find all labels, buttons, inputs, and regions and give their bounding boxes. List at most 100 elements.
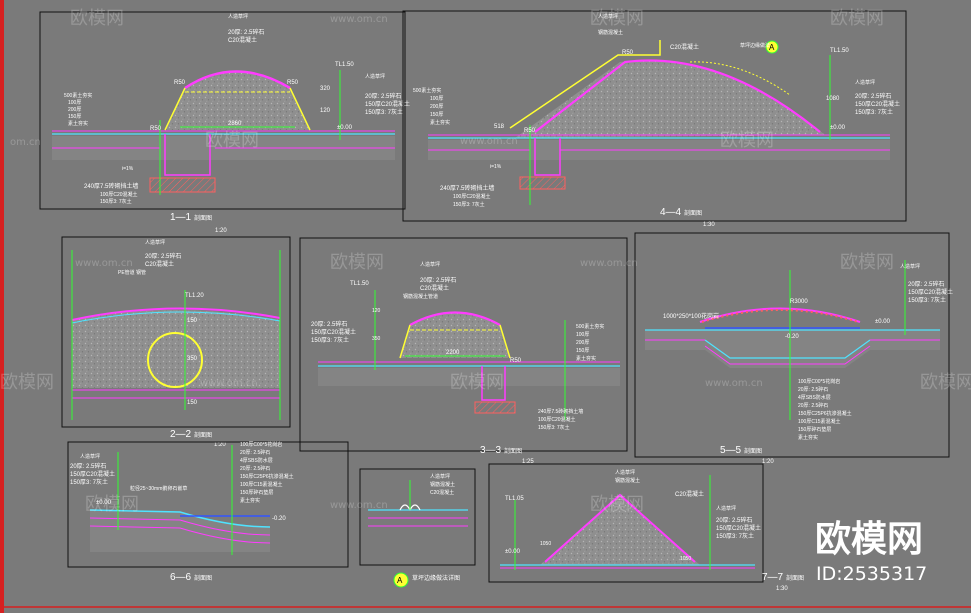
s1-dim-r2: R50 <box>287 80 299 86</box>
s5-note-top-4: 150厚3: 7灰土 <box>908 296 946 304</box>
s2-dim-3: 150 <box>187 400 198 406</box>
s1-slope: i=1% <box>122 166 134 172</box>
s4-note-right-2: 20厚: 2.5碎石 <box>855 92 891 100</box>
s6-title-suffix: 剖面图 <box>194 574 212 582</box>
s5-note-bottom-3: 4厚SBS防水层 <box>798 394 831 401</box>
s3-dim-h2: 350 <box>372 336 381 342</box>
s1-note-left-3: 200厚 <box>68 107 81 113</box>
section-5-5-basin-layer <box>704 345 871 365</box>
s7-note-top-3: C20混凝土 <box>675 490 704 498</box>
s4-note-left-1: 500素土夯实 <box>413 87 441 94</box>
s4-note-right-1: 人造草坪 <box>855 79 875 86</box>
section-4-4: A 人造草坪 钢筋混凝土 C20混凝土 草坪边缘做法 500素土夯实 100厚 … <box>402 10 907 228</box>
section-6-6-surface <box>89 509 271 528</box>
section-4-4-callout-circle <box>765 40 779 54</box>
s6-note-right-7: 150厚碎石垫层 <box>240 489 273 496</box>
detail-a-note-1: 人造草坪 <box>430 473 450 480</box>
s5-level-0: ±0.00 <box>875 319 891 325</box>
section-4-4-hill <box>515 60 825 138</box>
section-1-1-foundation <box>164 134 211 176</box>
s3-scale: 1:25 <box>522 459 534 465</box>
s3-level-top: TL1.50 <box>350 281 369 287</box>
s4-title-suffix: 剖面图 <box>684 209 702 217</box>
s4-note-left-5: 素土夯实 <box>430 119 450 126</box>
s4-dim-r1: R50 <box>622 50 634 56</box>
s5-note-bottom-7: 150厚碎石垫层 <box>798 426 831 433</box>
s2-title-suffix: 剖面图 <box>194 431 212 439</box>
s3-note-left-2: 150厚C20混凝土 <box>311 328 356 336</box>
watermark-brand-10: 欧模网 <box>920 372 971 393</box>
s4-callout: A <box>769 43 775 52</box>
s1-note-top-3: C20混凝土 <box>228 36 257 44</box>
section-6-6-layer-2 <box>89 525 271 544</box>
watermark-domain-7: www.om.cn <box>705 378 763 389</box>
s7-note-right-1: 人造草坪 <box>716 505 736 512</box>
s1-dim-h1: 320 <box>320 86 331 92</box>
section-2-2-arc <box>71 307 281 321</box>
s5-note-top-2: 20厚: 2.5碎石 <box>908 280 944 288</box>
watermark-domain-1: www.om.cn <box>330 14 388 25</box>
section-4-4-foundation <box>534 138 561 176</box>
detail-a-callout-circle <box>393 572 409 588</box>
watermark-brand-4: 欧模网 <box>205 130 259 151</box>
section-7-7-slope <box>544 493 696 563</box>
s3-dim-width: 2200 <box>446 350 460 356</box>
s5-title-suffix: 剖面图 <box>744 447 762 455</box>
s7-note-right-2: 20厚: 2.5碎石 <box>716 516 752 524</box>
detail-a-note-3: C20混凝土 <box>430 489 454 496</box>
section-5-5-frame <box>634 232 950 458</box>
s2-dim-1: 150 <box>187 318 198 324</box>
section-1-1-arc <box>184 70 291 90</box>
s4-note-bottom-3: 150厚3: 7灰土 <box>453 201 485 208</box>
s4-note-left-3: 200厚 <box>430 104 443 110</box>
s6-note-left-4: 150厚3: 7灰土 <box>70 478 108 486</box>
s6-level-0: ±0.00 <box>96 500 112 506</box>
section-1-1-footing <box>149 177 216 193</box>
s4-dim-r2: R50 <box>524 128 536 134</box>
watermark-logo-big: 欧模网 <box>815 519 923 560</box>
s3-note-right-1: 500素土夯实 <box>576 323 604 330</box>
section-1-1: 人造草坪 20厚: 2.5碎石 C20混凝土 500素土夯实 100厚 200厚… <box>39 11 410 234</box>
watermark-brand-12: 欧模网 <box>590 494 644 515</box>
watermark-brand-2: 欧模网 <box>590 8 644 29</box>
watermark-domain-4: www.om.cn <box>75 258 133 269</box>
section-6-6-slope-fill <box>90 510 270 552</box>
s2-level-top: TL1.20 <box>185 293 204 299</box>
s7-dim-2: 1050 <box>680 556 691 562</box>
s3-note-left-1: 20厚: 2.5碎石 <box>311 320 347 328</box>
section-5-5-ground-shape <box>645 330 940 368</box>
s4-dim-d: 518 <box>494 124 505 130</box>
section-4-4-slope-yellow <box>509 40 661 129</box>
red-border-left <box>0 0 4 613</box>
s7-title-suffix: 剖面图 <box>786 574 804 582</box>
s3-note-top-1: 人造草坪 <box>420 261 440 268</box>
s6-note-right-1: 100厚C00*5花岗岩 <box>240 441 282 448</box>
section-1-1-wall <box>164 87 311 131</box>
s3-note-right-3: 200厚 <box>576 340 589 346</box>
watermark-brand-5: 欧模网 <box>720 130 774 151</box>
s7-note-top-2: 钢筋混凝土 <box>615 477 640 484</box>
s6-note-left-2: 20厚: 2.5碎石 <box>70 462 106 470</box>
section-5-5-granite-blocks <box>701 309 859 323</box>
s6-note-left-1: 人造草坪 <box>80 453 100 460</box>
watermark-brand-8: 欧模网 <box>0 372 54 393</box>
s2-note-4: PE管道 钢管 <box>118 269 146 276</box>
s3-note-bottom-2: 100厚C20混凝土 <box>538 416 576 423</box>
s3-note-right-4: 150厚 <box>576 348 589 354</box>
watermarks: 欧模网 www.om.cn 欧模网 欧模网 om.cn 欧模网 www.om.c… <box>0 8 971 585</box>
section-3-3-soil <box>318 368 620 386</box>
section-2-2-pipe <box>147 332 203 388</box>
watermark-brand-3: 欧模网 <box>830 8 884 29</box>
s7-note-right-4: 150厚3: 7灰土 <box>716 532 754 540</box>
s2-scale: 1:20 <box>214 442 226 448</box>
s7-note-right-3: 150厚C20混凝土 <box>716 524 761 532</box>
s4-note-right-4: 150厚3: 7灰土 <box>855 108 893 116</box>
s7-dim-1: 1050 <box>540 541 551 547</box>
s1-title: 1—1 <box>170 212 192 223</box>
s1-note-right-3: 150厚C20混凝土 <box>365 100 410 108</box>
s1-level-top: TL1.50 <box>335 62 354 68</box>
s1-note-top-2: 20厚: 2.5碎石 <box>228 28 264 36</box>
s3-title-suffix: 剖面图 <box>504 447 522 455</box>
detail-a-edge-curl <box>399 504 421 511</box>
